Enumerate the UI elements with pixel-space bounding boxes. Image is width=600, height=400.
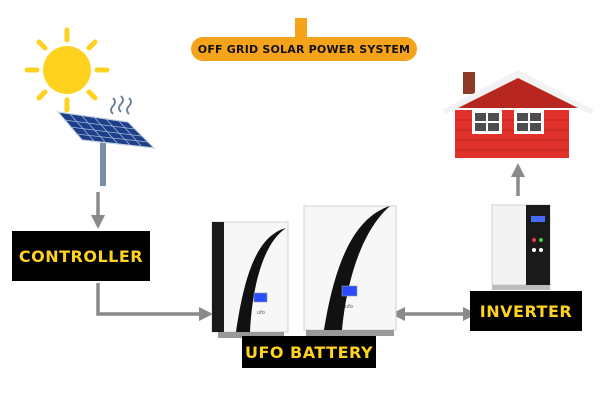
- battery-label: UFO BATTERY: [242, 336, 376, 368]
- title-connector: [295, 18, 307, 38]
- inverter-icon: [491, 204, 551, 290]
- connectors: [91, 163, 525, 321]
- controller-label: CONTROLLER: [12, 231, 150, 281]
- solar-panel-icon: [56, 111, 156, 186]
- sun-icon: [24, 27, 110, 113]
- battery-unit-icon: ufo: [303, 205, 397, 336]
- heat-waves-icon: [110, 95, 132, 115]
- inverter-label: INVERTER: [470, 291, 582, 331]
- battery-brand-mark: ufo: [345, 304, 353, 310]
- battery-brand-mark: ufo: [257, 310, 265, 316]
- page-title: OFF GRID SOLAR POWER SYSTEM: [191, 37, 417, 61]
- house-icon: [442, 70, 594, 158]
- wire-controller-to-battery: [96, 283, 213, 321]
- battery-unit-icon: ufo: [211, 221, 289, 338]
